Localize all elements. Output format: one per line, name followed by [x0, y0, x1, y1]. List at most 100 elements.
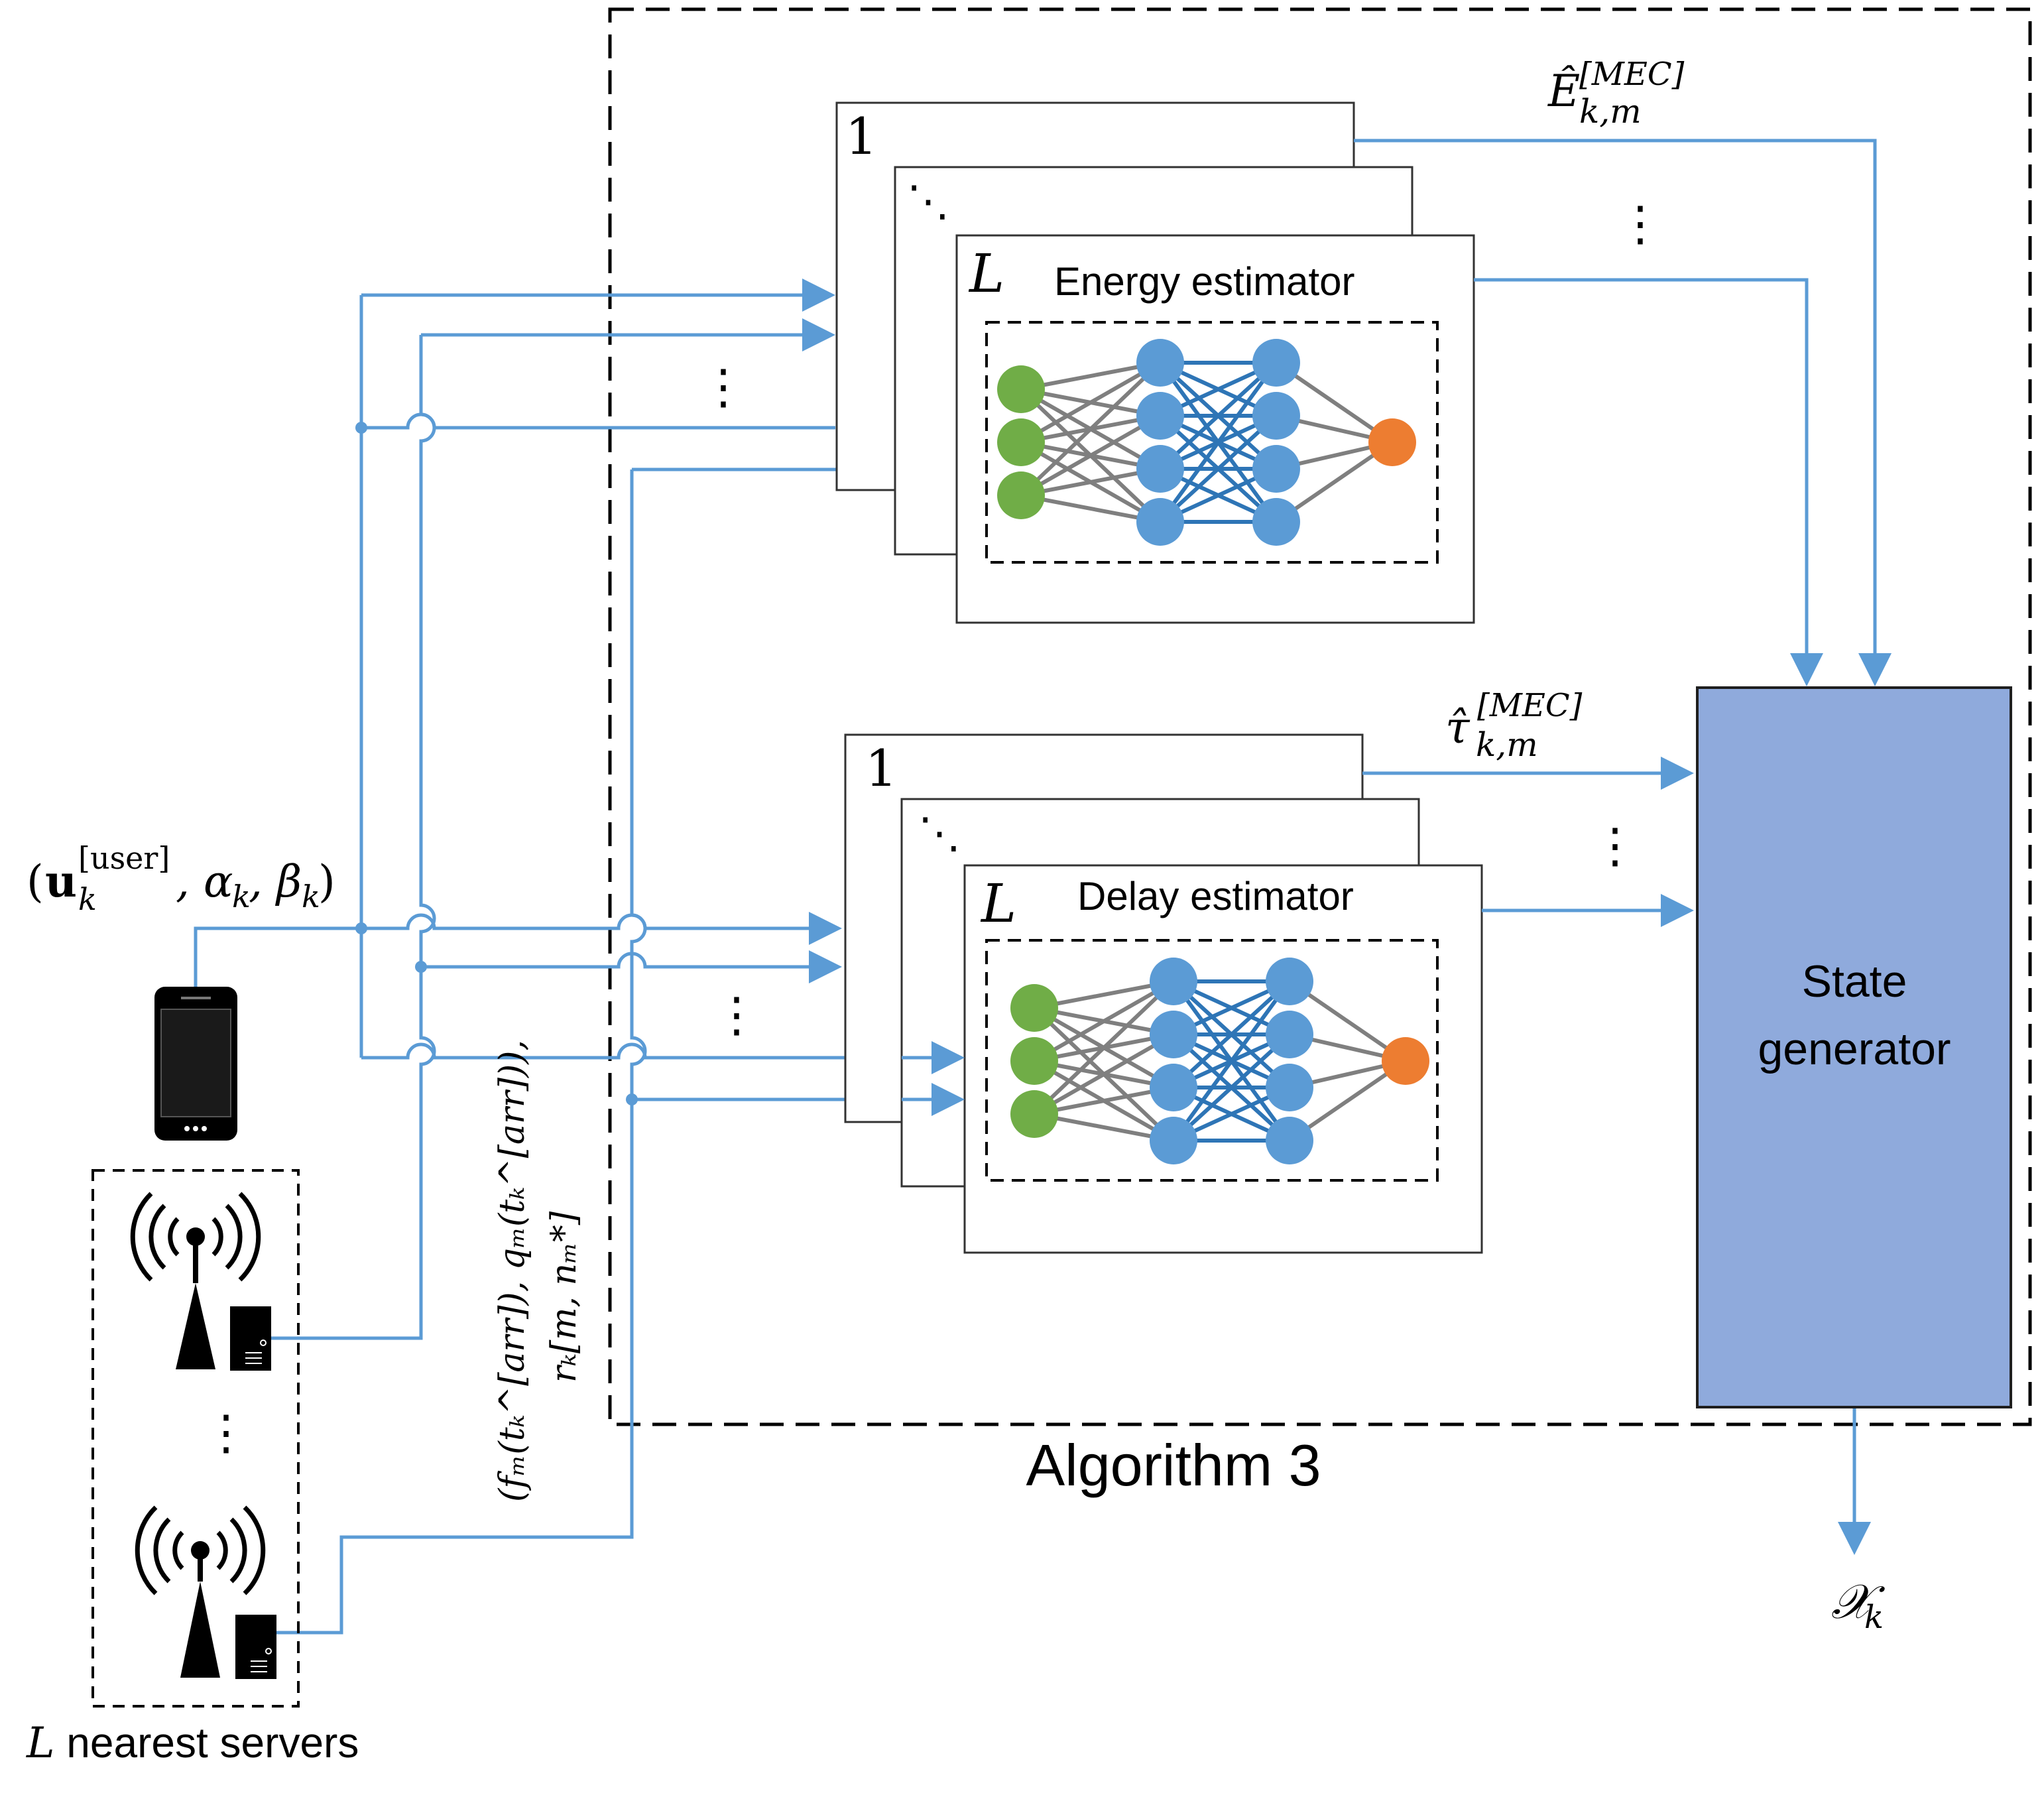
network-edge — [1033, 1032, 1175, 1116]
feed-energy-3 — [361, 412, 835, 430]
network-edge — [1158, 361, 1278, 471]
output-node — [1382, 1037, 1429, 1085]
feed-delay-3 — [361, 1041, 965, 1074]
junction-dot — [626, 1093, 638, 1105]
feed-delay-1 — [361, 912, 842, 945]
input-node — [997, 418, 1045, 466]
junction-dot — [415, 961, 427, 973]
user-input-beta: , β — [249, 856, 302, 907]
input-node — [997, 365, 1045, 413]
energy-estimator-title: Energy estimator — [1054, 259, 1355, 304]
user-input-label: ( u [user] k , α k , β k ) — [27, 840, 335, 917]
user-input-u-sub: k — [78, 881, 97, 917]
input-node — [1010, 1090, 1058, 1138]
user-input-u: u — [45, 855, 77, 907]
state-output-subscript: k — [1864, 1599, 1884, 1636]
energy-estimator-stack: 1 ⋱ L Energy estimator — [835, 101, 1475, 624]
energy-network-frame — [985, 321, 1439, 564]
hidden-node — [1150, 1011, 1197, 1058]
delay-estimator-title: Delay estimator — [1077, 874, 1354, 918]
user-input-alpha: , α — [176, 856, 233, 907]
server-input-label: (fₘ(tₖ^[arr]), qₘ(tₖ^[arr])), rₖ[m, nₘ*] — [493, 1040, 584, 1502]
output-node — [1368, 418, 1416, 466]
hidden-node — [1266, 1011, 1313, 1058]
energy-input-ellipsis: ⋮ — [699, 359, 747, 414]
delay-input-ellipsis: ⋮ — [713, 987, 760, 1042]
algorithm-boundary — [608, 7, 2032, 1426]
input-node — [1010, 984, 1058, 1032]
servers-caption-symbol: L — [26, 1719, 55, 1768]
user-input-alpha-sub: k — [232, 879, 251, 914]
phone-line — [194, 926, 361, 987]
energy-output-ellipsis: ⋮ — [1616, 196, 1664, 251]
server-icon — [230, 1306, 271, 1371]
hidden-node — [1136, 445, 1184, 493]
hidden-node — [1252, 445, 1300, 493]
server-input-line1: (fₘ(tₖ^[arr]), qₘ(tₖ^[arr])), — [493, 1040, 532, 1502]
network-edge — [1032, 979, 1175, 1116]
network-edge — [1158, 414, 1278, 524]
feed-delay-2 — [421, 950, 842, 983]
hidden-node — [1252, 498, 1300, 546]
state-generator-line1: State — [1802, 956, 1907, 1007]
user-input-beta-sub: k — [302, 879, 320, 914]
hidden-node — [1136, 498, 1184, 546]
hidden-node — [1150, 958, 1197, 1005]
energy-output-superscript: [MEC] — [1579, 56, 1685, 93]
network-edge — [1020, 414, 1162, 497]
hidden-node — [1150, 1117, 1197, 1164]
servers-group-frame — [91, 1169, 300, 1708]
energy-card-1-label: 1 — [845, 107, 877, 166]
delay-estimator-stack: 1 ⋱ L Delay estimator — [844, 733, 1483, 1254]
network-edge — [1020, 361, 1162, 444]
energy-output-label: Ê — [1547, 66, 1580, 117]
server-input-line2: rₖ[m, nₘ*] — [544, 1211, 584, 1383]
network-edge — [1158, 361, 1278, 523]
energy-neural-network — [997, 339, 1416, 546]
network-edge — [1019, 361, 1162, 497]
output-connections — [1354, 139, 1892, 1555]
hidden-node — [1252, 392, 1300, 440]
user-input-open: ( — [27, 856, 44, 907]
network-edge — [1172, 980, 1292, 1142]
server-icon — [235, 1615, 276, 1679]
state-generator-box — [1696, 686, 2012, 1408]
hidden-node — [1266, 1064, 1313, 1111]
servers-ellipsis: ⋮ — [202, 1404, 250, 1460]
energy-out-L — [1474, 278, 1823, 686]
input-node — [1010, 1037, 1058, 1085]
junction-dot — [355, 922, 367, 934]
user-input-u-sup: [user] — [78, 840, 170, 876]
bus-line-serverL — [265, 469, 647, 1635]
junction-dot — [355, 422, 367, 434]
servers-caption-text: nearest servers — [55, 1719, 359, 1767]
network-edge — [1172, 1032, 1292, 1143]
hidden-node — [1266, 1117, 1313, 1164]
energy-card-L-label: L — [968, 243, 1004, 304]
servers-caption: L nearest servers — [26, 1719, 359, 1768]
delay-card-1-label: 1 — [865, 739, 897, 798]
delay-card-ellipsis: ⋱ — [918, 809, 961, 858]
network-edge — [1172, 979, 1292, 1090]
algorithm-label: Algorithm 3 — [1026, 1432, 1321, 1498]
hidden-node — [1150, 1064, 1197, 1111]
hidden-node — [1266, 958, 1313, 1005]
energy-card-ellipsis: ⋱ — [907, 177, 949, 226]
delay-card-L-label: L — [980, 873, 1016, 934]
state-generator-line2: generator — [1758, 1024, 1951, 1074]
hidden-node — [1252, 339, 1300, 387]
delay-L-feed-tips — [902, 1041, 965, 1116]
delay-output-subscript: k,m — [1476, 725, 1538, 764]
network-edge — [1033, 979, 1175, 1063]
energy-output-subscript: k,m — [1579, 92, 1642, 131]
user-input-close: ) — [318, 856, 335, 907]
hidden-node — [1136, 339, 1184, 387]
hidden-node — [1136, 392, 1184, 440]
base-station-icon — [135, 1505, 266, 1678]
input-node — [997, 471, 1045, 519]
bus-line-server1 — [269, 335, 436, 1340]
delay-output-superscript: [MEC] — [1477, 687, 1583, 724]
delay-output-ellipsis: ⋮ — [1591, 818, 1639, 873]
base-station-icon — [130, 1192, 261, 1369]
